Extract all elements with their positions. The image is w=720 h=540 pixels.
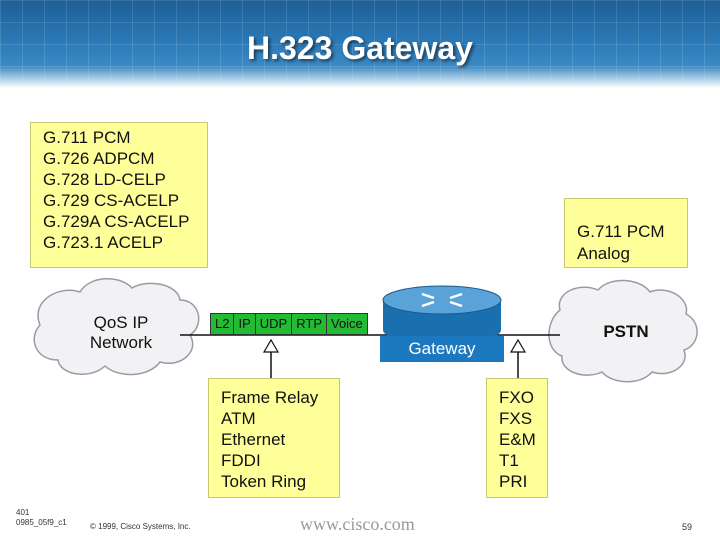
slide-id-line: 0985_05f9_c1 — [16, 518, 67, 527]
pstn-codec-item: G.711 PCM — [577, 222, 665, 241]
data-link-box: Frame Relay ATM Ethernet FDDI Token Ring — [208, 378, 340, 498]
codec-list-box: G.711 PCM G.726 ADPCM G.728 LD-CELP G.72… — [30, 122, 208, 268]
codec-item: G.711 PCM — [43, 128, 131, 147]
codec-item: G.729A CS-ACELP — [43, 212, 190, 231]
packet-field-udp: UDP — [256, 314, 293, 334]
telco-interface-box: FXO FXS E&M T1 PRI — [486, 378, 548, 498]
pstn-cloud-label: PSTN — [603, 322, 649, 341]
pstn-codec-box: G.711 PCM Analog — [564, 198, 688, 268]
qos-cloud-line: QoS IP — [93, 313, 149, 332]
codec-item: G.726 ADPCM — [43, 149, 155, 168]
telco-item: E&M — [499, 430, 536, 449]
qos-cloud-line: Network — [89, 333, 153, 352]
codec-item: G.723.1 ACELP — [43, 233, 164, 252]
codec-item: G.728 LD-CELP — [43, 170, 166, 189]
footer-url: www.cisco.com — [300, 514, 415, 534]
data-link-item: Frame Relay — [221, 388, 319, 407]
packet-field-rtp: RTP — [292, 314, 327, 334]
data-link-item: FDDI — [221, 451, 261, 470]
router-icon — [382, 285, 502, 344]
data-link-item: ATM — [221, 409, 256, 428]
telco-item: T1 — [499, 451, 519, 470]
slide-id: 401 0985_05f9_c1 — [16, 508, 67, 528]
page-title: H.323 Gateway — [247, 30, 473, 66]
arrow-icon — [262, 338, 280, 378]
packet-field-voice: Voice — [330, 316, 363, 331]
slide-id-line: 401 — [16, 508, 30, 517]
title-grid-pattern — [0, 0, 720, 88]
arrow-icon — [509, 338, 527, 378]
qos-cloud-label: QoS IP Network — [66, 313, 176, 353]
gateway-label: Gateway — [380, 336, 504, 362]
packet-field-l2: L2 — [211, 314, 235, 334]
title-band — [0, 0, 720, 88]
packet-header: L2 IP UDP RTP Voice — [210, 313, 368, 335]
telco-item: PRI — [499, 472, 528, 491]
cloud-icon — [548, 279, 698, 383]
page-number: 59 — [682, 522, 693, 532]
data-link-item: Ethernet — [221, 430, 286, 449]
pstn-codec-item: Analog — [577, 244, 630, 263]
codec-item: G.729 CS-ACELP — [43, 191, 180, 210]
data-link-item: Token Ring — [221, 472, 307, 491]
telco-item: FXO — [499, 388, 534, 407]
telco-item: FXS — [499, 409, 533, 428]
copyright: © 1999, Cisco Systems, Inc. — [90, 522, 191, 531]
packet-field-ip: IP — [234, 314, 256, 334]
